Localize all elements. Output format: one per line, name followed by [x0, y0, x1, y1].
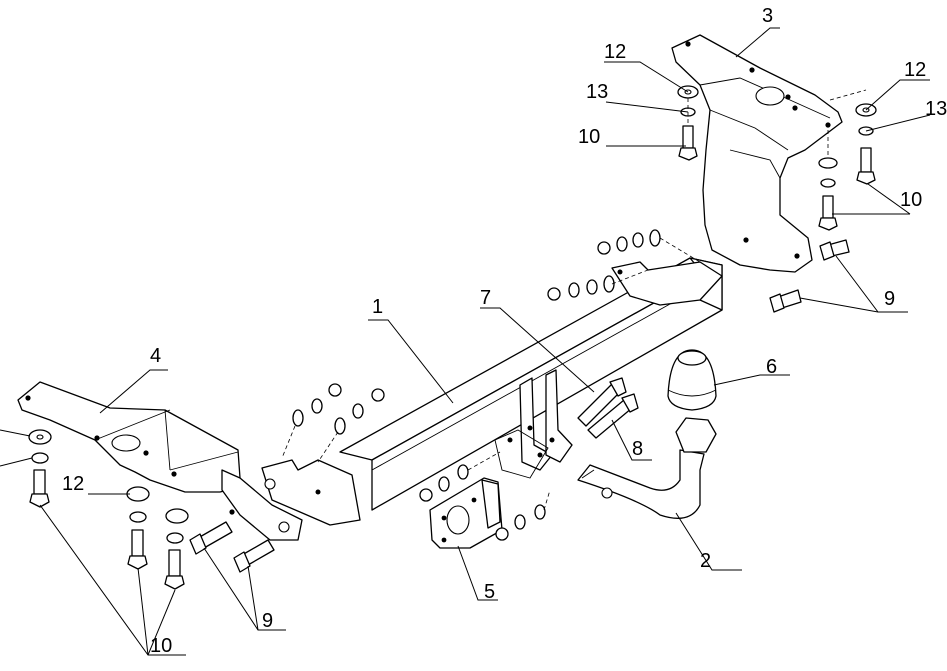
left-bolts-9	[189, 521, 275, 573]
callout-6: 6	[766, 356, 777, 378]
callout-12-right-top: 12	[604, 41, 626, 63]
socket-plate	[419, 451, 551, 549]
callout-10-left: 10	[150, 635, 172, 657]
callout-12-left: 12	[62, 473, 84, 495]
callout-12-right: 12	[904, 59, 926, 81]
callout-1: 1	[372, 296, 383, 318]
callout-3: 3	[762, 5, 773, 27]
callout-13-right: 13	[925, 98, 947, 120]
callout-7: 7	[480, 287, 491, 309]
callout-4: 4	[150, 345, 161, 367]
ball-cap	[667, 349, 717, 411]
callout-8: 8	[632, 438, 643, 460]
crossbar-right-nuts	[547, 229, 701, 301]
bolts-7-8	[577, 377, 639, 439]
right-bracket	[671, 34, 843, 273]
crossbar	[261, 257, 723, 526]
ball-arm	[577, 417, 717, 519]
callout-5: 5	[484, 581, 495, 603]
callout-2: 2	[700, 550, 711, 572]
left-bracket	[17, 381, 303, 541]
right-top-bolt-stack	[677, 85, 699, 161]
left-mid-bolt-stack	[126, 486, 150, 570]
right-bolts-9	[769, 239, 850, 313]
callout-10-right: 10	[900, 189, 922, 211]
callout-9-left: 9	[262, 610, 273, 632]
callout-13-right-top: 13	[586, 81, 608, 103]
callout-9-right: 9	[884, 288, 895, 310]
left-outer-bolt-stack	[28, 429, 52, 508]
crossbar-left-nuts	[281, 383, 385, 463]
right-side-bolt-stack	[829, 89, 877, 185]
callout-labels: 1 2 3 4 5 6 7 8 9 9 10 10 10 12 12 12 13…	[62, 5, 947, 657]
leader-lines	[0, 27, 931, 656]
callout-10-right-top: 10	[578, 126, 600, 148]
left-inner-bolt-stack	[164, 508, 189, 590]
right-under-bolt-stack	[818, 130, 838, 231]
